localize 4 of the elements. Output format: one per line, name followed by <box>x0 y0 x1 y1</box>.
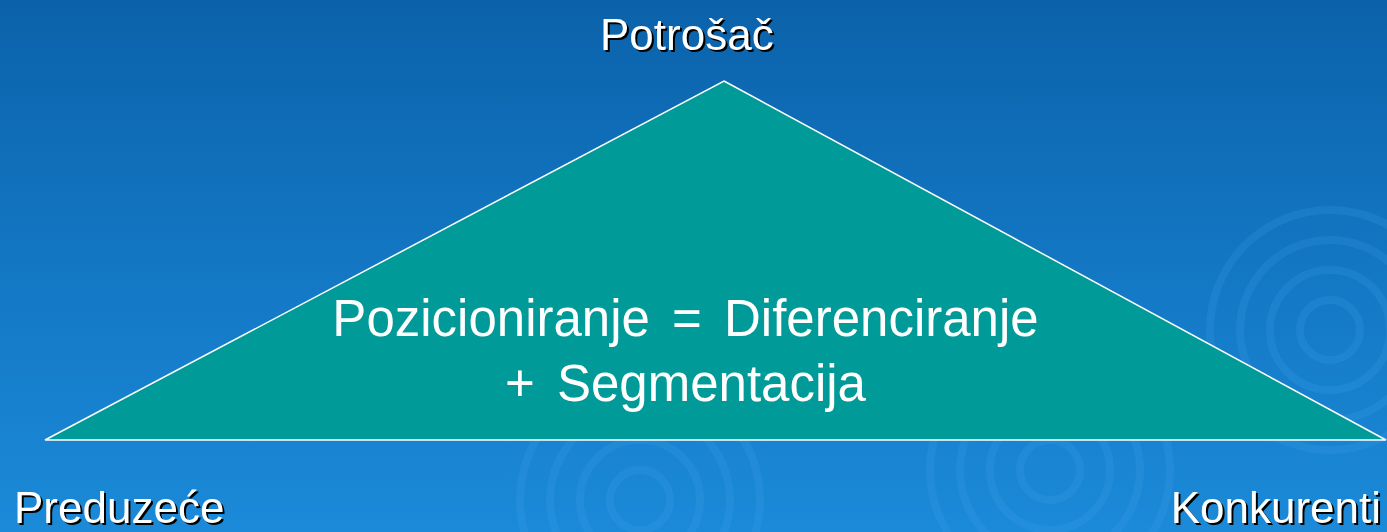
corner-label: Preduzeće <box>14 483 225 532</box>
triangle-text: Pozicioniranje = Diferenciranje + Segmentacija <box>331 289 1040 414</box>
corner-label: Konkurenti <box>1170 483 1381 532</box>
corner-label: Potrošač <box>600 10 774 60</box>
